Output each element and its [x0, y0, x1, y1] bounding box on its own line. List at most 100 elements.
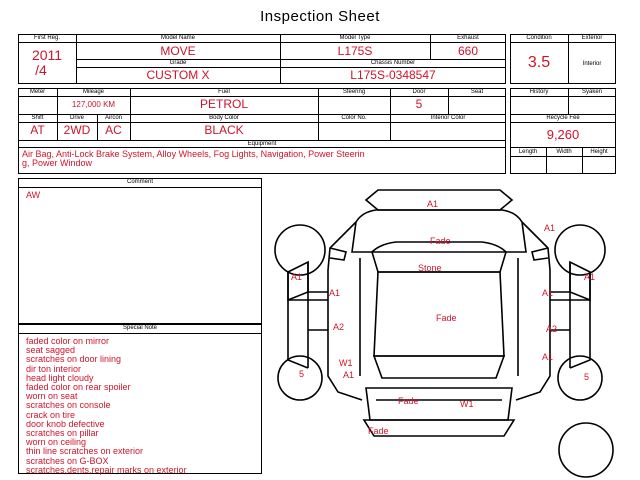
- right-side-panel: [569, 272, 591, 369]
- special-note-box: [18, 324, 262, 474]
- aircon: AC: [105, 123, 122, 137]
- shift-label: Shift: [31, 115, 44, 121]
- special-note-item: thin line scratches on exterior: [26, 446, 144, 457]
- condition-label: Condition: [526, 35, 552, 41]
- special-note-item: scratches on door lining: [26, 354, 122, 365]
- mark-front-bumper: A1: [427, 199, 439, 209]
- recycle-fee-label: Recycle Fee: [546, 115, 580, 121]
- body-color-label: Body Color: [209, 115, 239, 121]
- mark-right-rear-door: A2: [546, 324, 558, 334]
- length-label: Length: [518, 149, 538, 155]
- wheel-rear-left: [277, 355, 323, 401]
- mark-left-rear-wheel: 5: [299, 369, 305, 379]
- mark-tailgate-w: W1: [460, 399, 474, 409]
- model-type: L175S: [337, 44, 373, 58]
- special-note-list: faded color on mirror seat sagged scratc…: [26, 336, 187, 475]
- mark-front-right-wheel: A1: [544, 223, 556, 233]
- chassis-label: Chassis Number: [370, 60, 416, 66]
- interior-color-label: Interior Color: [430, 115, 466, 121]
- special-note-item: worn on ceiling: [26, 437, 87, 448]
- condition-box: [510, 34, 616, 84]
- body-right-outline: [515, 221, 551, 401]
- spare-wheel: [558, 422, 614, 478]
- left-side-panel: [287, 272, 309, 369]
- comment-label: Comment: [126, 179, 153, 185]
- special-note-item: scratches on G-BOX: [26, 455, 109, 466]
- special-note-item: crack on tire: [26, 409, 76, 420]
- interior-label: Interior: [582, 61, 602, 67]
- fuel: PETROL: [199, 97, 248, 111]
- mark-right-fender: A1: [584, 272, 596, 282]
- mark-roof-stone: Stone: [418, 263, 442, 273]
- mark-roof: Fade: [436, 313, 457, 323]
- grade: CUSTOM X: [146, 68, 210, 82]
- body-color: BLACK: [204, 123, 244, 137]
- door: 5: [415, 97, 423, 111]
- page-title: Inspection Sheet: [260, 8, 380, 25]
- tailgate: [365, 387, 513, 421]
- special-note-item: door knob defective: [26, 418, 105, 429]
- comment-box: [18, 178, 262, 324]
- seat-label: Seat: [470, 89, 484, 95]
- grade-label: Grade: [169, 60, 187, 66]
- mark-left-fender: A1: [291, 272, 303, 282]
- wheel-front-left: [274, 224, 326, 276]
- equipment-label: Equipment: [247, 141, 277, 147]
- width-label: Width: [556, 149, 572, 155]
- wheel-front-right: [554, 224, 606, 276]
- special-note-item: faded color on rear spoiler: [26, 382, 131, 393]
- special-note-item: worn on seat: [26, 391, 78, 402]
- recycle-fee: 9,260: [546, 127, 580, 142]
- special-note-label: Special Note: [122, 325, 158, 331]
- drive: 2WD: [63, 123, 91, 137]
- first-reg-year: 2011: [31, 47, 63, 63]
- mark-rear-bumper-fade: Fade: [368, 426, 389, 436]
- history-label: History: [529, 89, 549, 95]
- model-type-label: Model Type: [339, 35, 371, 41]
- drive-label: Drive: [69, 115, 84, 121]
- height-label: Height: [590, 149, 608, 155]
- exhaust-label: Exhaust: [457, 35, 479, 41]
- special-note-item: dir ton interior: [26, 363, 82, 374]
- mark-right-front-door: A1: [542, 288, 554, 298]
- model-name: MOVE: [160, 44, 196, 58]
- condition-score: 3.5: [527, 54, 551, 71]
- hood: [351, 209, 527, 253]
- mark-right-rear-wheel: 5: [584, 372, 590, 382]
- special-note-item: seat sagged: [26, 345, 76, 356]
- special-note-item: scratches on console: [26, 400, 111, 411]
- wheel-rear-right: [557, 355, 603, 401]
- exterior-label: Exterior: [581, 35, 603, 41]
- first-reg-month: /4: [35, 62, 47, 78]
- chassis-number: L175S-0348547: [350, 68, 436, 82]
- rear-window: [372, 355, 506, 379]
- exhaust: 660: [457, 44, 479, 58]
- front-bumper: [364, 189, 514, 211]
- specs-box: [18, 88, 506, 174]
- fuel-label: Fuel: [218, 89, 230, 95]
- special-note-item: scratches,dents,repair marks on exterior: [26, 464, 187, 475]
- shift: AT: [30, 123, 45, 137]
- rear-bumper: [362, 419, 516, 437]
- mark-left-rear-quarter-w: W1: [339, 358, 353, 368]
- body-left-outline: [327, 221, 363, 401]
- meter-label: Meter: [29, 89, 46, 95]
- color-no-label: Color No.: [341, 115, 367, 121]
- mark-left-front-door: A1: [329, 288, 341, 298]
- special-note-item: faded color on mirror: [26, 336, 110, 346]
- syaken-label: Syaken: [581, 89, 602, 95]
- left-mirror: [329, 247, 347, 261]
- mark-left-rear-quarter-a: A1: [343, 370, 355, 380]
- history-box: [510, 88, 616, 174]
- equipment-line-2: g, Power Window: [22, 158, 93, 168]
- comment-text: AW: [26, 190, 41, 200]
- model-name-label: Model Name: [160, 35, 195, 41]
- door-label: Door: [412, 89, 426, 95]
- aircon-label: Aircon: [104, 115, 122, 121]
- mark-left-rear-door: A2: [333, 322, 345, 332]
- first-reg-label: First Reg.: [33, 35, 60, 41]
- mark-tailgate-fade: Fade: [398, 396, 419, 406]
- equipment-line-1: Air Bag, Anti-Lock Brake System, Alloy W…: [22, 149, 365, 159]
- mark-right-rear-quarter: A1: [542, 352, 554, 362]
